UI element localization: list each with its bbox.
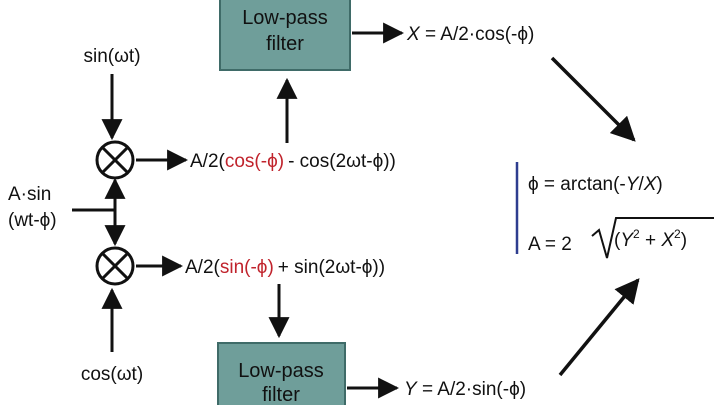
signal-label-line2: (wt-ϕ)	[8, 210, 57, 231]
sin-reference-label: sin(ωt)	[83, 46, 140, 67]
top-filter-box	[219, 0, 351, 71]
top-filter-label-line2: filter	[266, 33, 304, 55]
top-mixer-output-expression: A/2(cos(-ϕ)- cos(2ωt-ϕ))	[190, 151, 396, 172]
x-to-result-arrow	[550, 56, 636, 142]
bottom-filter-box	[217, 342, 346, 405]
top-filter-label-line1: Low-pass	[242, 7, 328, 29]
bottom-mixer-output-expression: A/2(sin(-ϕ)+ sin(2ωt-ϕ))	[185, 257, 385, 278]
bottom-mixer	[95, 246, 135, 286]
square-root-icon	[591, 217, 714, 259]
y-output-expression: Y = A/2·sin(-ϕ)	[404, 379, 526, 400]
bottom-low-pass-filter: Low-pass filter	[217, 342, 346, 405]
bottom-filter-label-line2: filter	[262, 384, 300, 405]
x-output-expression: X = A/2·cos(-ϕ)	[406, 24, 534, 45]
phase-formula: ϕ = arctan(-Y/X)	[528, 174, 663, 195]
cos-reference-label: cos(ωt)	[81, 364, 143, 385]
signal-label-line1: A·sin	[8, 184, 51, 205]
amplitude-formula-prefix: A = 2	[528, 234, 572, 255]
amplitude-radicand: (Y2 + X2)	[614, 227, 687, 251]
top-low-pass-filter: Low-pass filter	[219, 0, 351, 71]
y-to-result-arrow	[558, 278, 640, 377]
top-mixer	[95, 140, 135, 180]
bottom-filter-label-line1: Low-pass	[238, 360, 324, 382]
